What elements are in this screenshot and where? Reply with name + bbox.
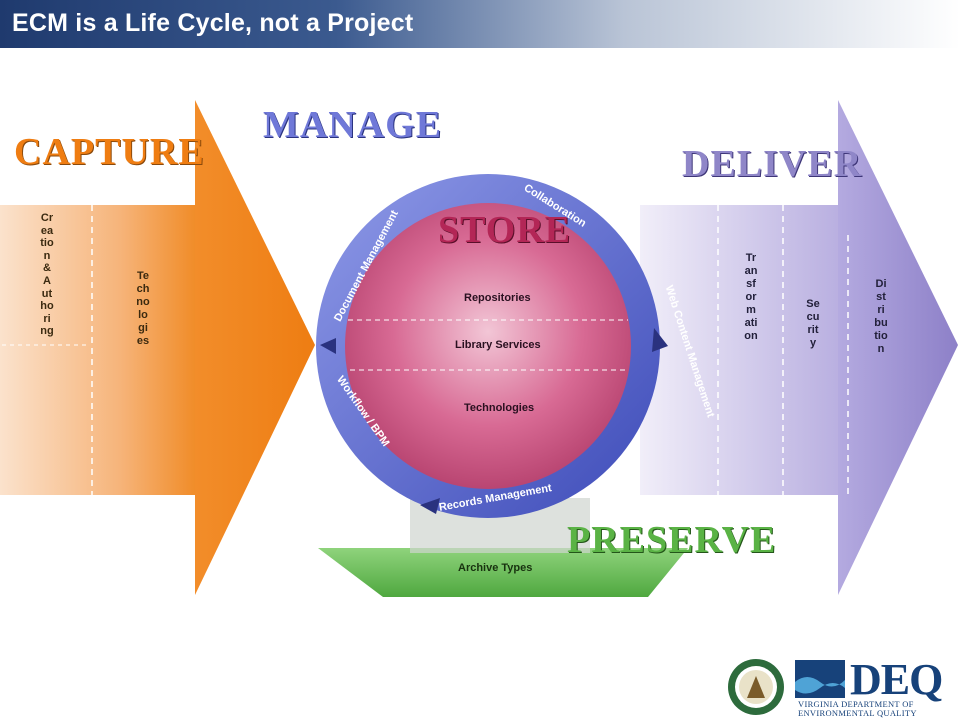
- title-bar: ECM is a Life Cycle, not a Project: [0, 0, 960, 48]
- deliver-col-transformation: Transformation: [744, 252, 758, 342]
- phase-capture: CAPTURE: [14, 131, 205, 173]
- deliver-col-security: Security: [806, 298, 820, 349]
- store-row-technologies: Technologies: [464, 402, 535, 414]
- phase-manage: MANAGE: [263, 104, 443, 146]
- deliver-arrow: [838, 100, 958, 595]
- capture-arrow: [195, 100, 315, 595]
- deliver-panel: [640, 205, 850, 495]
- deq-logo-subtitle: VIRGINIA DEPARTMENT OF ENVIRONMENTAL QUA…: [798, 700, 948, 718]
- slide-title: ECM is a Life Cycle, not a Project: [12, 9, 414, 37]
- store-circle: [345, 203, 631, 489]
- deq-subtitle-line2: ENVIRONMENTAL QUALITY: [798, 708, 917, 718]
- phase-store: STORE: [438, 209, 572, 251]
- capture-panel: [0, 205, 200, 495]
- deq-logo-text: DEQ: [850, 655, 943, 704]
- phase-deliver: DELIVER: [682, 143, 863, 185]
- store-row-library-services: Library Services: [455, 339, 541, 351]
- store-row-repositories: Repositories: [464, 292, 531, 304]
- ecm-lifecycle-diagram: CAPTURE MANAGE STORE DELIVER PRESERVE Cr…: [0, 100, 960, 600]
- virginia-seal-icon: [728, 659, 784, 715]
- deq-subtitle-line1: VIRGINIA DEPARTMENT OF: [798, 699, 914, 709]
- deq-logo-icon: [795, 660, 845, 698]
- capture-col-creation: Creation & Authoring: [40, 212, 54, 338]
- capture-col-technologies: Technologies: [136, 270, 150, 347]
- phase-preserve: PRESERVE: [567, 519, 777, 561]
- preserve-archive-types: Archive Types: [458, 562, 533, 574]
- deliver-col-distribution: Distribution: [874, 278, 888, 355]
- preserve-shape: [318, 548, 688, 597]
